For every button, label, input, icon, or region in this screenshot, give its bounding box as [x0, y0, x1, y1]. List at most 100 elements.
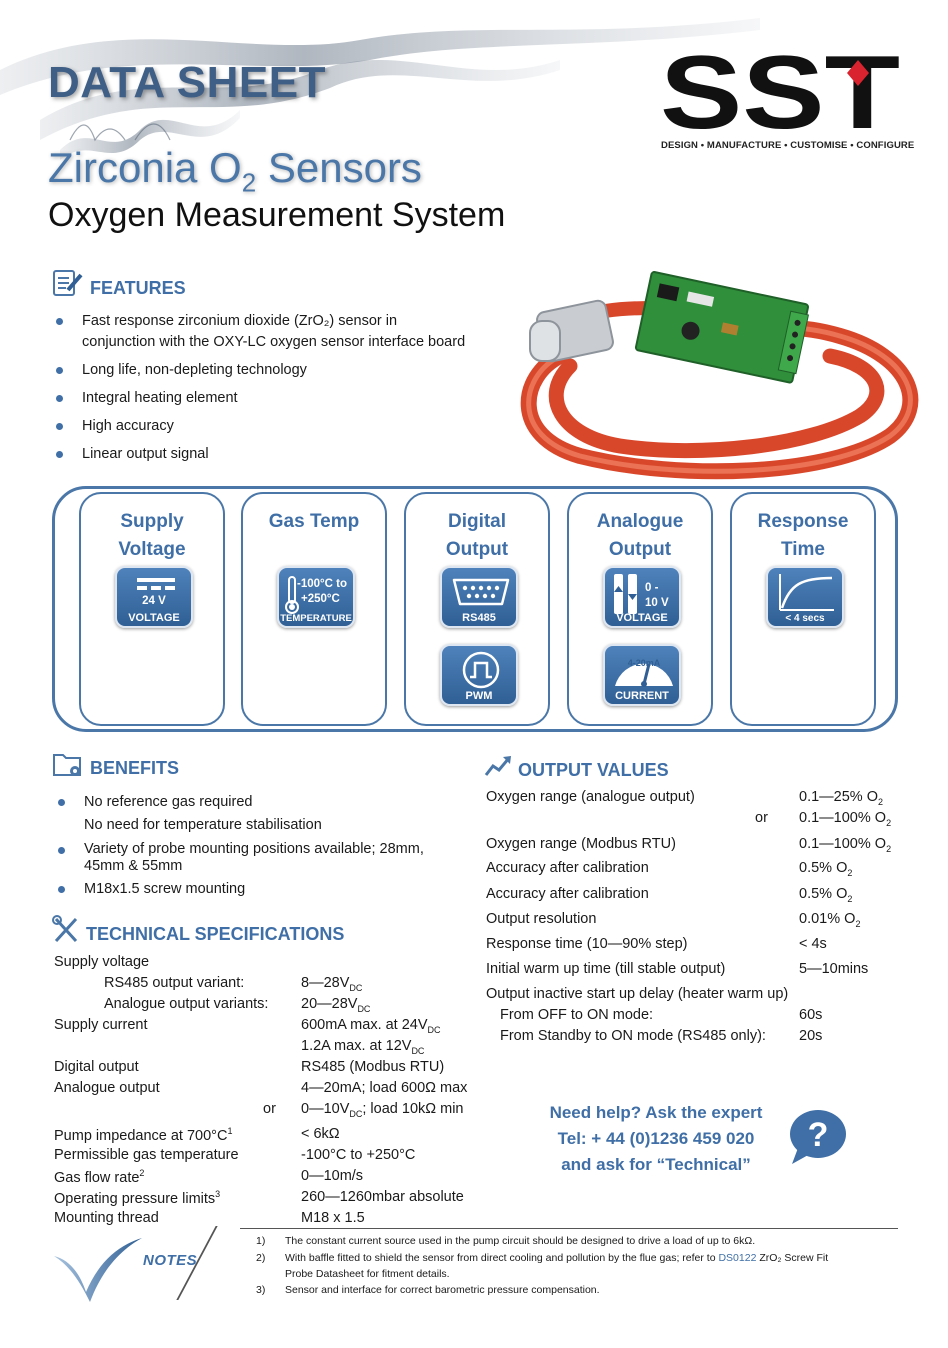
document-type: DATA SHEET [48, 58, 326, 107]
features-heading: FEATURES [52, 266, 186, 299]
list-item: Long life, non-depleting technology [52, 360, 465, 381]
spec-value: 4—20mA; load 600Ω max [301, 1080, 468, 1096]
output-label: From Standby to ON mode (RS485 only): [500, 1028, 766, 1044]
benefits-list: No reference gas required No need for te… [54, 792, 424, 900]
notes-label: NOTES [143, 1252, 198, 1269]
output-label: Oxygen range (Modbus RTU) [486, 836, 676, 852]
list-item: No reference gas required [54, 792, 424, 813]
sst-logo: SST [660, 48, 900, 138]
list-item: M18x1.5 screw mounting [54, 879, 424, 900]
note-2: 2) With baffle fitted to shield the sens… [256, 1252, 829, 1280]
spec-value: 20—28VDC [301, 996, 371, 1014]
output-value: 0.1—100% O2 [799, 810, 892, 828]
output-label: From OFF to ON mode: [500, 1007, 654, 1023]
spec-value: -100°C to +250°C [301, 1147, 416, 1163]
spec-label: RS485 output variant: [104, 975, 245, 991]
current-gauge-icon: 4-20mA CURRENT [603, 644, 681, 706]
spec-label: Analogue output [54, 1080, 160, 1096]
features-list: Fast response zirconium dioxide (ZrO₂) s… [52, 311, 465, 465]
output-value: 0.1—100% O2 [799, 836, 892, 854]
ds0122-link[interactable]: DS0122 [718, 1252, 757, 1264]
notes-divider [240, 1228, 898, 1229]
spec-value: 0—10VDC; load 10kΩ min [301, 1101, 464, 1119]
output-label: Response time (10—90% step) [486, 936, 688, 952]
output-value: < 4s [799, 936, 827, 952]
help-contact: Need help? Ask the expert Tel: + 44 (0)1… [536, 1100, 776, 1178]
output-value: 0.01% O2 [799, 911, 861, 929]
output-values-heading: OUTPUT VALUES [484, 750, 669, 781]
spec-label: Mounting thread [54, 1210, 159, 1226]
output-label: Initial warm up time (till stable output… [486, 961, 726, 977]
spec-label: Operating pressure limits3 [54, 1189, 221, 1207]
list-item: No need for temperature stabilisation [84, 817, 322, 833]
card-title: Gas Temp [268, 511, 360, 532]
svg-text:?: ? [808, 1116, 829, 1154]
voltage-slider-icon: 0 - 10 V VOLTAGE [603, 566, 681, 628]
list-item: Linear output signal [52, 444, 465, 465]
output-value: 0.5% O2 [799, 886, 853, 904]
spec-value: 8—28VDC [301, 975, 363, 993]
card-gas-temp: Gas Temp -100°C to +250°C TEMPERATURE [241, 492, 387, 726]
output-label: Accuracy after calibration [486, 860, 649, 876]
spec-label: Digital output [54, 1059, 139, 1075]
phone-number[interactable]: Tel: + 44 (0)1236 459 020 [557, 1129, 755, 1148]
spec-label: Analogue output variants: [104, 996, 269, 1012]
smoke-background [0, 18, 760, 160]
list-item: Fast response zirconium dioxide (ZrO₂) s… [52, 311, 465, 332]
product-photo [520, 271, 919, 480]
output-label: Output inactive start up delay (heater w… [486, 986, 789, 1002]
pwm-wave-icon: PWM [440, 644, 518, 706]
spec-value: RS485 (Modbus RTU) [301, 1059, 445, 1075]
spec-value: < 6kΩ [301, 1126, 340, 1142]
page-subtitle: Oxygen Measurement System [48, 196, 506, 234]
spec-label: Gas flow rate2 [54, 1168, 145, 1186]
list-item-continuation: conjunction with the OXY-LC oxygen senso… [82, 334, 466, 350]
spec-value: M18 x 1.5 [301, 1210, 365, 1226]
spec-value: 0—10m/s [301, 1168, 364, 1184]
folder-gear-icon [53, 753, 81, 776]
spec-value: 260—1260mbar absolute [301, 1189, 464, 1205]
benefits-heading: BENEFITS [52, 748, 179, 779]
serial-port-icon: RS485 [440, 566, 518, 628]
output-label: Accuracy after calibration [486, 886, 649, 902]
checkmark-swoosh-icon [54, 1238, 142, 1302]
notepad-pencil-icon [53, 269, 83, 296]
spec-value: 600mA max. at 24VDC [301, 1017, 441, 1035]
dc-voltage-icon: 24 V VOLTAGE [115, 566, 193, 628]
list-item: Integral heating element [52, 388, 465, 409]
product-name: Zirconia O2 Sensors [48, 144, 422, 198]
output-label: Oxygen range (analogue output) [486, 789, 695, 805]
output-or: or [755, 810, 768, 826]
trend-arrow-icon [484, 755, 511, 776]
response-curve-icon: < 4 secs [766, 566, 844, 628]
spec-label: Permissible gas temperature [54, 1147, 239, 1163]
output-value: 5—10mins [799, 961, 869, 977]
spec-label: Supply voltage [54, 954, 150, 970]
thermometer-icon: -100°C to +250°C TEMPERATURE [277, 566, 355, 628]
output-value: 0.5% O2 [799, 860, 853, 878]
output-value: 20s [799, 1028, 823, 1044]
spec-icons-panel [52, 486, 898, 732]
list-item: Variety of probe mounting positions avai… [54, 840, 424, 858]
output-label: Output resolution [486, 911, 597, 927]
tech-specs-heading: TECHNICAL SPECIFICATIONS [52, 914, 344, 945]
list-item: High accuracy [52, 416, 465, 437]
output-value: 60s [799, 1007, 823, 1023]
svg-text:SST: SST [660, 48, 900, 138]
spec-label: Supply current [54, 1017, 148, 1033]
output-value: 0.1—25% O2 [799, 789, 884, 807]
spec-value: 1.2A max. at 12VDC [301, 1038, 425, 1056]
spec-label: Pump impedance at 700°C1 [54, 1126, 233, 1144]
question-bubble-icon: ? [790, 1110, 846, 1164]
wrench-screwdriver-icon [52, 914, 78, 942]
list-item-continuation: 45mm & 55mm [84, 858, 183, 874]
logo-tagline: DESIGN • MANUFACTURE • CUSTOMISE • CONFI… [661, 140, 915, 151]
